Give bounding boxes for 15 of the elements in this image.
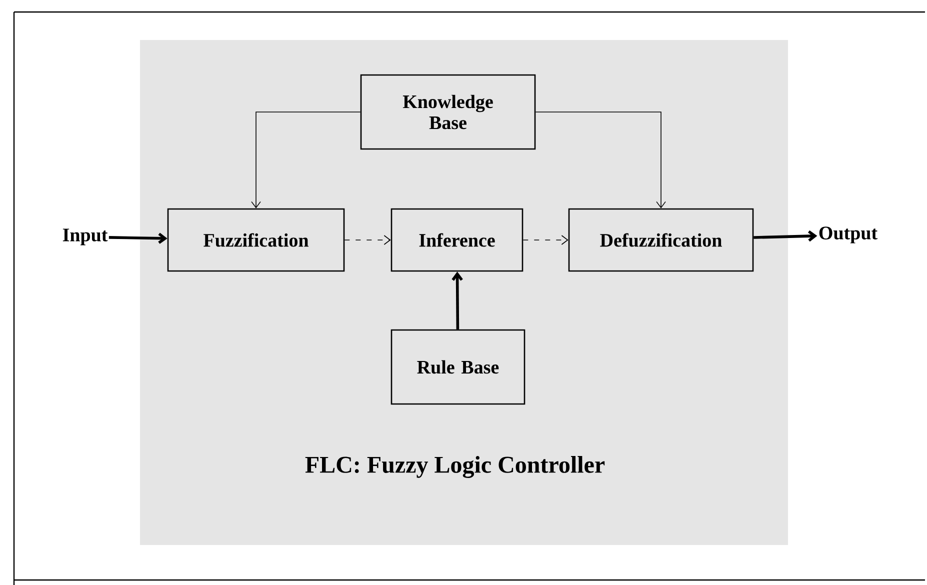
arrow xyxy=(344,235,391,245)
process-box: Inference xyxy=(390,208,524,272)
signal-label: Input xyxy=(62,228,108,246)
process-box: Knowledge Base xyxy=(360,74,536,150)
arrow xyxy=(535,112,666,208)
caption: FLC: Fuzzy Logic Controller xyxy=(305,456,605,478)
arrow xyxy=(108,232,168,244)
process-box: Defuzzification xyxy=(568,208,754,272)
arrow xyxy=(522,235,568,245)
arrow xyxy=(452,272,463,330)
signal-label: Output xyxy=(819,226,878,244)
process-box: Fuzzification xyxy=(167,208,345,272)
process-box: Rule Base xyxy=(390,329,526,405)
arrow xyxy=(754,230,818,242)
arrow xyxy=(251,112,361,208)
